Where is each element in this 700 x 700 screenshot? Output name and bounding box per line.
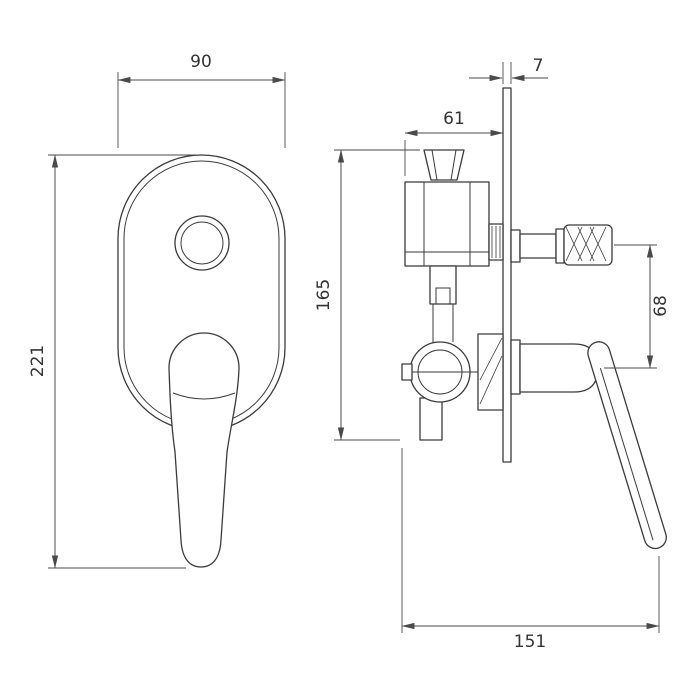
neck-detail (435, 287, 451, 305)
handle-stem (519, 343, 599, 393)
diverter-button-outer (174, 215, 230, 271)
cartridge-clip (401, 363, 413, 381)
cartridge-mount (477, 333, 504, 411)
body-depth-label: 61 (443, 109, 465, 129)
side-lever-body (587, 341, 667, 550)
front-lever-joint-line (172, 392, 236, 400)
elbow-hatch (577, 226, 595, 262)
outlet-gasket (510, 229, 521, 263)
side-lever (587, 341, 667, 550)
bottom-inlet (419, 397, 443, 441)
overall-depth-label: 151 (514, 632, 546, 652)
plate-thickness-label: 7 (533, 56, 544, 76)
outlet-spacing-label: 68 (651, 295, 671, 317)
valve-neck (429, 265, 457, 305)
upper-body (404, 181, 490, 267)
body-height-label: 165 (314, 279, 334, 311)
side-dimensions: 7 61 165 68 151 (314, 56, 671, 652)
mount-hatch (479, 337, 503, 381)
top-inlet-slant-right (450, 149, 457, 181)
plate-width-label: 90 (190, 52, 212, 72)
side-view (401, 87, 667, 550)
outlet-pipe (519, 233, 557, 259)
top-inlet-fitting (423, 149, 465, 181)
elbow-hatch (589, 226, 607, 262)
outlet-step (555, 228, 565, 264)
total-height-label: 221 (28, 345, 48, 377)
mount-hatch (479, 355, 503, 405)
wall-plate-side (502, 87, 512, 463)
diverter-button-inner (180, 221, 224, 265)
front-view (117, 154, 286, 568)
side-lever-edge (599, 367, 654, 541)
elbow-hatch (565, 226, 583, 262)
front-dimensions: 90 221 (28, 52, 286, 569)
handle-gasket (510, 339, 521, 395)
top-inlet-slant-left (431, 149, 438, 181)
outlet-elbow (563, 224, 613, 266)
front-lever-handle (168, 332, 240, 568)
